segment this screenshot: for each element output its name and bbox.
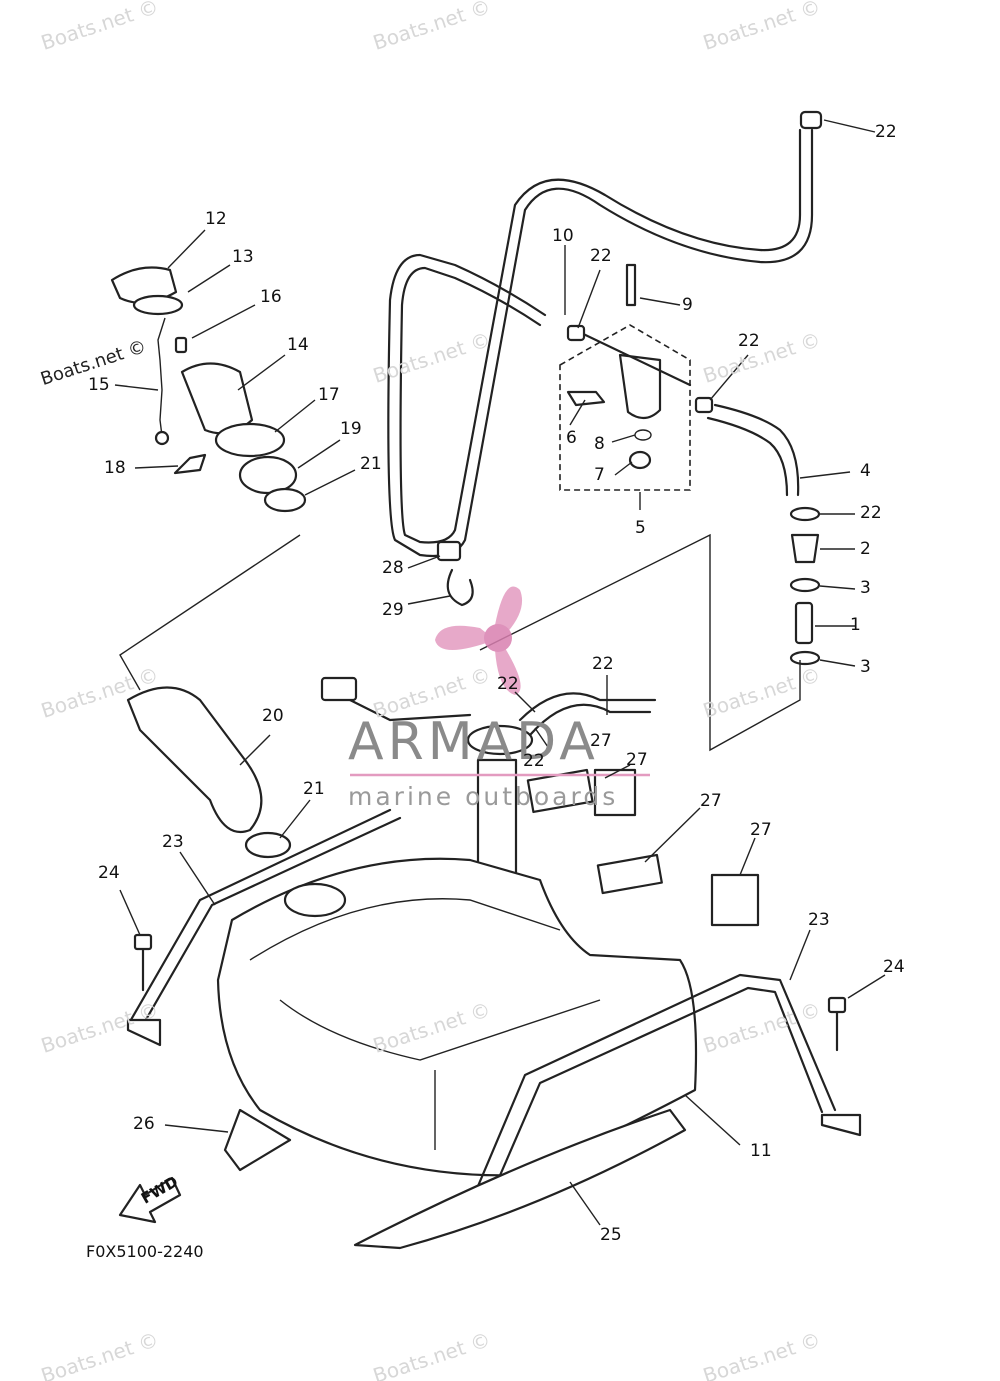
- callout-label: 6: [566, 428, 577, 448]
- brand-name: ARMADA: [348, 712, 599, 772]
- filler-hose-icon: [126, 686, 263, 833]
- filler-cap-icon: [110, 266, 178, 304]
- callout-label: 28: [382, 558, 404, 578]
- callout-label: 22: [860, 503, 882, 523]
- fuel-hose-and-check-valve: [706, 403, 821, 666]
- callout-label: 11: [750, 1141, 772, 1161]
- fuel-filter-assembly: [559, 263, 714, 491]
- callout-label: 24: [98, 863, 120, 883]
- drawing-code: F0X5100-2240: [86, 1242, 204, 1261]
- callout-label: 21: [360, 454, 382, 474]
- callout-label: 13: [232, 247, 254, 267]
- bracket-icon: [566, 390, 606, 407]
- callout-label: 14: [287, 335, 309, 355]
- callout-label: 25: [600, 1225, 622, 1245]
- callout-label: 7: [594, 465, 605, 485]
- callout-label: 24: [883, 957, 905, 977]
- callout-label: 21: [303, 779, 325, 799]
- callout-label: 22: [875, 122, 897, 142]
- callout-label: 22: [497, 674, 519, 694]
- callout-label: 3: [860, 578, 871, 598]
- hose-clip-icon: [799, 110, 823, 130]
- callout-label: 22: [523, 751, 545, 771]
- callout-label: 2: [860, 539, 871, 559]
- callout-label: 23: [808, 910, 830, 930]
- check-valve-icon: [790, 533, 820, 564]
- callout-label: 26: [133, 1114, 155, 1134]
- callout-label: 17: [318, 385, 340, 405]
- callout-label: 29: [382, 600, 404, 620]
- brand-tagline: marine outboards: [348, 782, 619, 811]
- forward-arrow-icon: [118, 1176, 182, 1224]
- callout-label: 27: [750, 820, 772, 840]
- callout-label: 8: [594, 434, 605, 454]
- nut-icon: [238, 455, 298, 495]
- callout-label: 9: [682, 295, 693, 315]
- callout-label: 10: [552, 226, 574, 246]
- callout-label: 12: [205, 209, 227, 229]
- callout-label: 23: [162, 832, 184, 852]
- callout-label: 5: [635, 518, 646, 538]
- callout-label: 1: [850, 615, 861, 635]
- callout-label: 16: [260, 287, 282, 307]
- callout-label: 20: [262, 706, 284, 726]
- callout-label: 4: [860, 461, 871, 481]
- fitting-icon: [625, 263, 637, 307]
- callout-label: 27: [590, 731, 612, 751]
- bottom-pad-icon: [353, 1108, 687, 1250]
- callout-label: 18: [104, 458, 126, 478]
- gasket-icon: [214, 422, 286, 458]
- fuel-tank: [216, 857, 698, 1177]
- callout-label: 15: [88, 375, 110, 395]
- callout-label: 22: [592, 654, 614, 674]
- strainer-icon: [628, 450, 652, 470]
- bolt-icon: [133, 933, 153, 951]
- filler-cap-group: [110, 266, 307, 513]
- callout-leaders: [114, 119, 886, 1226]
- callout-label: 19: [340, 419, 362, 439]
- filler-neck-icon: [180, 362, 254, 435]
- brand-logo: [435, 586, 523, 695]
- callout-label: 27: [626, 750, 648, 770]
- tank-straps: [126, 808, 862, 1212]
- callout-label: 3: [860, 657, 871, 677]
- callout-label: 22: [738, 331, 760, 351]
- callout-label: 22: [590, 246, 612, 266]
- callout-label: 27: [700, 791, 722, 811]
